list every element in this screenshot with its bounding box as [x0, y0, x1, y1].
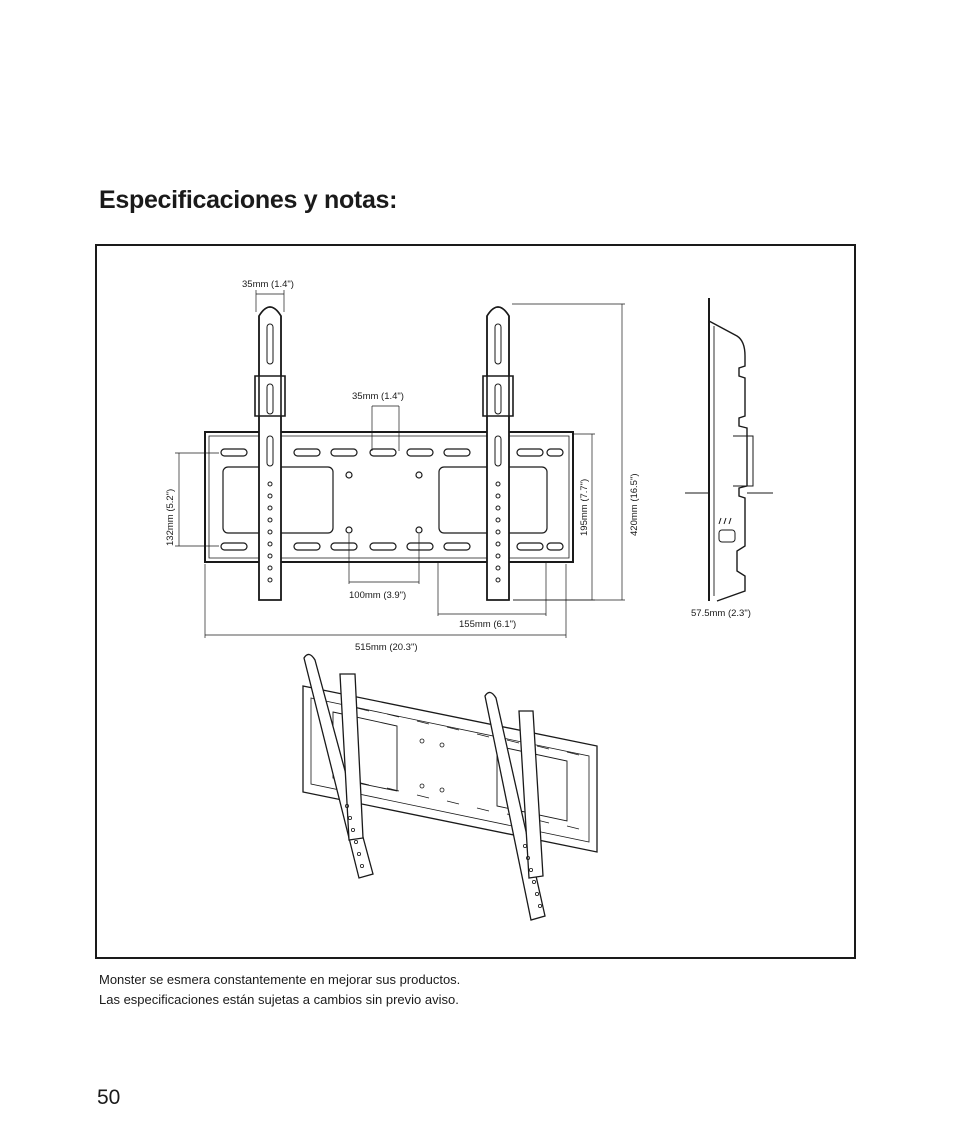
top-slot-row — [220, 448, 564, 457]
bottom-slot-row — [220, 542, 564, 551]
side-view — [685, 298, 773, 602]
dim-overall-height: 420mm (16.5") — [629, 473, 640, 536]
dim-hole-spacing: 100mm (3.9") — [349, 590, 406, 601]
dimension-lines — [175, 290, 625, 638]
dim-top-bracket-width: 35mm (1.4") — [242, 279, 294, 290]
isometric-view — [302, 653, 598, 921]
left-arm — [254, 306, 286, 601]
note-line-1: Monster se esmera constantemente en mejo… — [99, 972, 461, 987]
dim-side-depth: 57.5mm (2.3") — [691, 608, 751, 619]
page-title: Especificaciones y notas: — [99, 186, 398, 214]
mount-diagram: 35mm (1.4") 35mm (1.4") 132mm (5.2") 100… — [165, 279, 773, 921]
right-arm — [482, 306, 514, 601]
dim-arm-height: 195mm (7.7") — [579, 479, 590, 536]
note-line-2: Las especificaciones están sujetas a cam… — [99, 992, 459, 1007]
dim-slot-width: 35mm (1.4") — [352, 391, 404, 402]
spec-diagram-frame: 35mm (1.4") 35mm (1.4") 132mm (5.2") 100… — [95, 244, 856, 959]
dim-overall-width: 515mm (20.3") — [355, 642, 418, 653]
disclaimer-notes: Monster se esmera constantemente en mejo… — [99, 970, 460, 1010]
dim-arm-offset: 155mm (6.1") — [459, 619, 516, 630]
page-number: 50 — [97, 1086, 121, 1109]
dim-left-height: 132mm (5.2") — [165, 489, 176, 546]
wall-plate — [204, 431, 574, 563]
